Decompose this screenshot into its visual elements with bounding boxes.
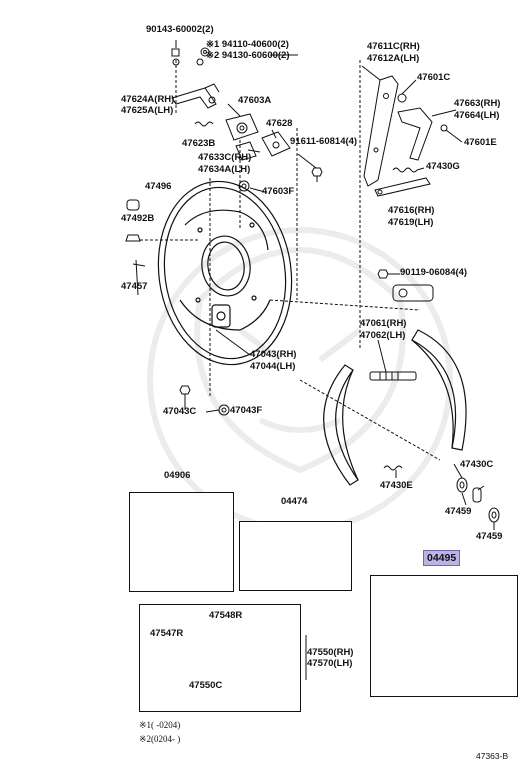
part-47601e (440, 124, 448, 132)
cup-47459-a (456, 477, 468, 493)
part-47628 (261, 131, 291, 157)
label-47601c: 47601C (417, 72, 451, 83)
wheel-cylinder-body (392, 284, 434, 302)
spring-47430e (383, 465, 403, 471)
pin-47457 (132, 259, 146, 296)
label-47043: 47043(RH) (250, 349, 297, 360)
label-47430g: 47430G (426, 161, 460, 172)
cup-47459-b (488, 507, 500, 523)
label-kit-04906: 04906 (164, 470, 191, 481)
label-94130: ※2 94130-60600(2) (206, 50, 290, 61)
label-47603f: 47603F (262, 186, 295, 197)
figure-code: 47363-B (476, 751, 509, 761)
label-47061: 47061(RH) (360, 318, 407, 329)
kit-04474-box (239, 521, 352, 591)
label-47570: 47570(LH) (307, 658, 353, 669)
label-47623b: 47623B (182, 138, 216, 149)
bolt-91611 (311, 167, 323, 182)
washer-94110 (196, 47, 210, 66)
label-47550c: 47550C (189, 680, 223, 691)
label-47550: 47550(RH) (307, 647, 354, 658)
label-47459-b: 47459 (476, 531, 503, 542)
label-47619: 47619(LH) (388, 217, 434, 228)
brake-shoe-left (323, 364, 359, 486)
label-47616: 47616(RH) (388, 205, 435, 216)
label-47601e: 47601E (464, 137, 497, 148)
kit-04906-box (129, 492, 234, 592)
part-47492b (125, 234, 141, 242)
lever-47624 (171, 83, 220, 109)
spring-47430c (472, 487, 482, 503)
label-47664: 47664(LH) (454, 110, 500, 121)
label-47547r: 47547R (150, 628, 184, 639)
label-kit-04474: 04474 (281, 496, 308, 507)
label-94110: ※1 94110-40600(2) (206, 39, 289, 50)
strut-47616 (374, 177, 431, 197)
label-47062: 47062(LH) (360, 330, 406, 341)
leader-lines (184, 54, 495, 530)
label-47459-a: 47459 (445, 506, 472, 517)
footnote-1: ※1( -0204) (139, 720, 181, 730)
label-47633c: 47633C(RH) (198, 152, 252, 163)
wheel-cylinder-box (139, 604, 301, 712)
label-47043f: 47043F (230, 405, 263, 416)
part-47633c (235, 141, 257, 161)
bolt-90143 (171, 40, 180, 66)
label-47634a: 47634A(LH) (198, 164, 251, 175)
label-47457: 47457 (121, 281, 148, 292)
label-47430e: 47430E (380, 480, 413, 491)
label-47624a: 47624A(RH) (121, 94, 175, 105)
label-47496: 47496 (145, 181, 172, 192)
label-47663: 47663(RH) (454, 98, 501, 109)
label-kit-04495[interactable]: 04495 (423, 550, 461, 566)
label-47044: 47044(LH) (250, 361, 296, 372)
part-47601c (397, 93, 407, 103)
kit-04495-box (370, 575, 518, 697)
label-47612a: 47612A(LH) (367, 53, 420, 64)
label-90143: 90143-60002(2) (146, 24, 214, 35)
label-47043c: 47043C (163, 406, 197, 417)
label-91611: 91611-60814(4) (290, 136, 358, 147)
part-47603a (225, 113, 259, 141)
label-47625a: 47625A(LH) (121, 105, 174, 116)
lever-47611c (363, 75, 399, 187)
lever-47663 (397, 107, 433, 161)
label-47603a: 47603A (238, 95, 272, 106)
footnote-2: ※2(0204- ) (139, 734, 181, 744)
label-47628: 47628 (266, 118, 293, 129)
label-47430c: 47430C (460, 459, 494, 470)
label-47548r: 47548R (209, 610, 243, 621)
brake-shoe-right (411, 329, 467, 451)
backing-plate-47043 (157, 180, 293, 366)
label-90119: 90119-06084(4) (400, 267, 468, 278)
spring-47430g (392, 167, 418, 173)
part-47496 (126, 199, 140, 211)
bolt-90119 (377, 269, 389, 279)
adjuster-47061 (369, 371, 417, 381)
label-47611c: 47611C(RH) (367, 41, 420, 52)
bolt-47043c (179, 385, 191, 404)
label-47492b: 47492B (121, 213, 155, 224)
spring-47623b (194, 121, 214, 127)
